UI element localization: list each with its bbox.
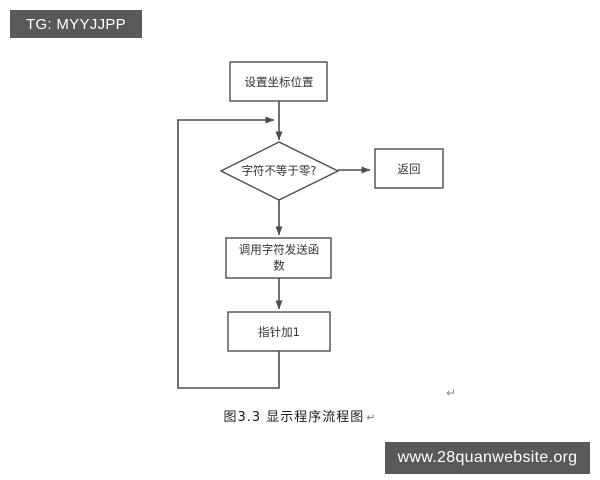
flow-node-set-coordinates-label: 设置坐标位置	[245, 75, 314, 89]
flow-node-set-coordinates: 设置坐标位置	[229, 61, 328, 102]
flow-node-pointer-increment-shape	[227, 311, 331, 352]
stray-pilcrow-mark: ↵	[446, 386, 457, 400]
flow-node-char-not-zero: 字符不等于零?	[219, 141, 340, 201]
figure-caption-text: 图3.3 显示程序流程图	[223, 410, 365, 425]
telegram-watermark-badge: TG: MYYJJPP	[10, 10, 142, 38]
flow-node-return-shape	[374, 148, 444, 189]
figure-caption: 图3.3 显示程序流程图↵	[0, 406, 600, 425]
flow-node-pointer-increment-label: 指针加1	[258, 325, 300, 339]
flow-node-return-label: 返回	[398, 162, 421, 176]
flow-node-char-not-zero-shape	[219, 141, 340, 201]
site-watermark-badge: www.28quanwebsite.org	[385, 442, 590, 474]
edge-loop-back-to-decision	[177, 116, 280, 389]
flow-node-call-send-char-label-line1: 调用字符发送函	[239, 243, 320, 257]
flow-node-char-not-zero-label: 字符不等于零?	[241, 164, 316, 178]
flow-node-return: 返回	[374, 148, 444, 189]
flow-node-call-send-char: 调用字符发送函 数	[225, 237, 332, 279]
flow-node-pointer-increment: 指针加1	[227, 311, 331, 352]
flow-node-call-send-char-shape	[225, 237, 332, 279]
flow-node-call-send-char-label-line2: 数	[273, 259, 285, 273]
figure-caption-pilcrow: ↵	[366, 411, 377, 424]
flow-node-set-coordinates-shape	[229, 61, 328, 102]
